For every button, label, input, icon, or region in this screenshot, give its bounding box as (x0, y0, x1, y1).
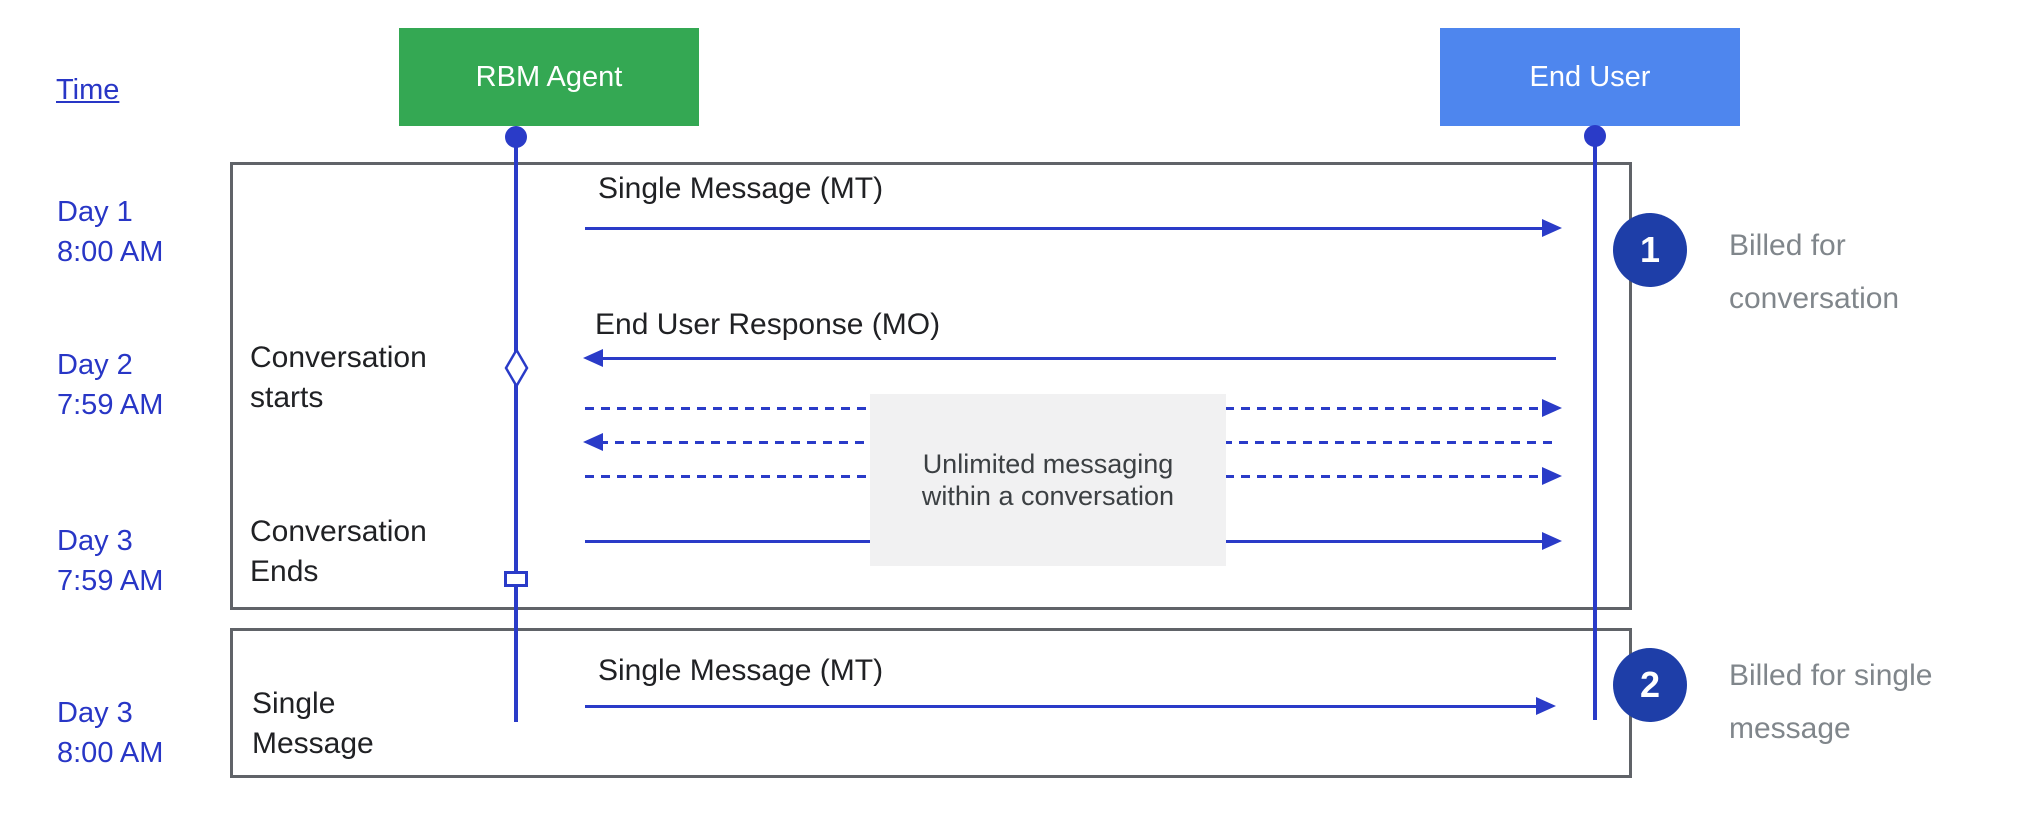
conversation-frame (230, 162, 1632, 610)
single-message-event-label: Single Message (252, 684, 374, 764)
arrow-shaft (599, 356, 1556, 360)
end-user-lifeline (1593, 136, 1597, 720)
end-user-label: End User (1529, 60, 1651, 93)
timeline-day: Day 1 (57, 196, 133, 228)
rbm-agent-lifeline-dot (505, 126, 527, 148)
billed-for-conversation-note: Billed for conversation (1729, 219, 1899, 325)
timeline-time: 8:00 AM (57, 236, 164, 268)
arrow-head-right-icon (1542, 219, 1562, 237)
badge-2-number: 2 (1639, 664, 1661, 705)
conversation-start-diamond-icon (504, 348, 529, 388)
timeline-day: Day 3 (57, 697, 133, 729)
rbm-agent-lifeline (514, 137, 518, 722)
rbm-agent-label: RBM Agent (475, 60, 623, 93)
conversation-starts-label: Conversation starts (250, 338, 427, 418)
billed-for-single-message-note: Billed for single message (1729, 649, 1932, 755)
arrow-shaft (585, 226, 1546, 230)
arrow-head-right-icon (1536, 697, 1556, 715)
note-line2: within a conversation (921, 481, 1175, 511)
end-user-lifeline-dot (1584, 125, 1606, 147)
arrow-shaft (585, 704, 1540, 708)
single-message-line2: Message (252, 727, 374, 760)
badge-1-number: 1 (1639, 229, 1661, 270)
single-message-frame (230, 628, 1632, 778)
timeline-day: Day 3 (57, 525, 133, 557)
conversation-starts-line1: Conversation (250, 341, 427, 374)
arrow-head-left-icon (583, 349, 603, 367)
time-axis-label: Time (56, 74, 120, 106)
billed-1-line1: Billed for (1729, 229, 1846, 262)
timeline-time: 7:59 AM (57, 389, 164, 421)
single-message-line1: Single (252, 687, 336, 720)
message-label-end-user-response: End User Response (MO) (595, 308, 941, 341)
arrow-head-right-icon (1542, 467, 1562, 485)
billed-1-line2: conversation (1729, 282, 1900, 315)
timeline-entry-day3-single: Day 3 8:00 AM (57, 693, 163, 773)
conversation-ends-line2: Ends (250, 555, 319, 588)
timeline-time: 7:59 AM (57, 565, 164, 597)
arrow-head-right-icon (1542, 532, 1562, 550)
timeline-entry-day2: Day 2 7:59 AM (57, 345, 163, 425)
arrow-head-left-icon (583, 433, 603, 451)
conversation-starts-line2: starts (250, 381, 324, 414)
conversation-end-square-icon (504, 571, 528, 587)
billed-2-line1: Billed for single (1729, 659, 1933, 692)
rbm-agent-actor-box: RBM Agent (399, 28, 699, 126)
end-user-actor-box: End User (1440, 28, 1740, 126)
message-label-single-mt-2: Single Message (MT) (598, 654, 884, 687)
timeline-time: 8:00 AM (57, 737, 164, 769)
conversation-ends-label: Conversation Ends (250, 512, 427, 592)
message-label-single-mt: Single Message (MT) (598, 172, 884, 205)
timeline-entry-day3-end: Day 3 7:59 AM (57, 521, 163, 601)
note-line1: Unlimited messaging (922, 449, 1174, 479)
timeline-entry-day1: Day 1 8:00 AM (57, 192, 163, 272)
arrow-head-right-icon (1542, 399, 1562, 417)
badge-1: 1 (1613, 213, 1687, 287)
billed-2-line2: message (1729, 712, 1851, 745)
badge-2: 2 (1613, 648, 1687, 722)
timeline-day: Day 2 (57, 349, 133, 381)
conversation-ends-line1: Conversation (250, 515, 427, 548)
unlimited-messaging-note: Unlimited messaging within a conversatio… (870, 394, 1226, 566)
